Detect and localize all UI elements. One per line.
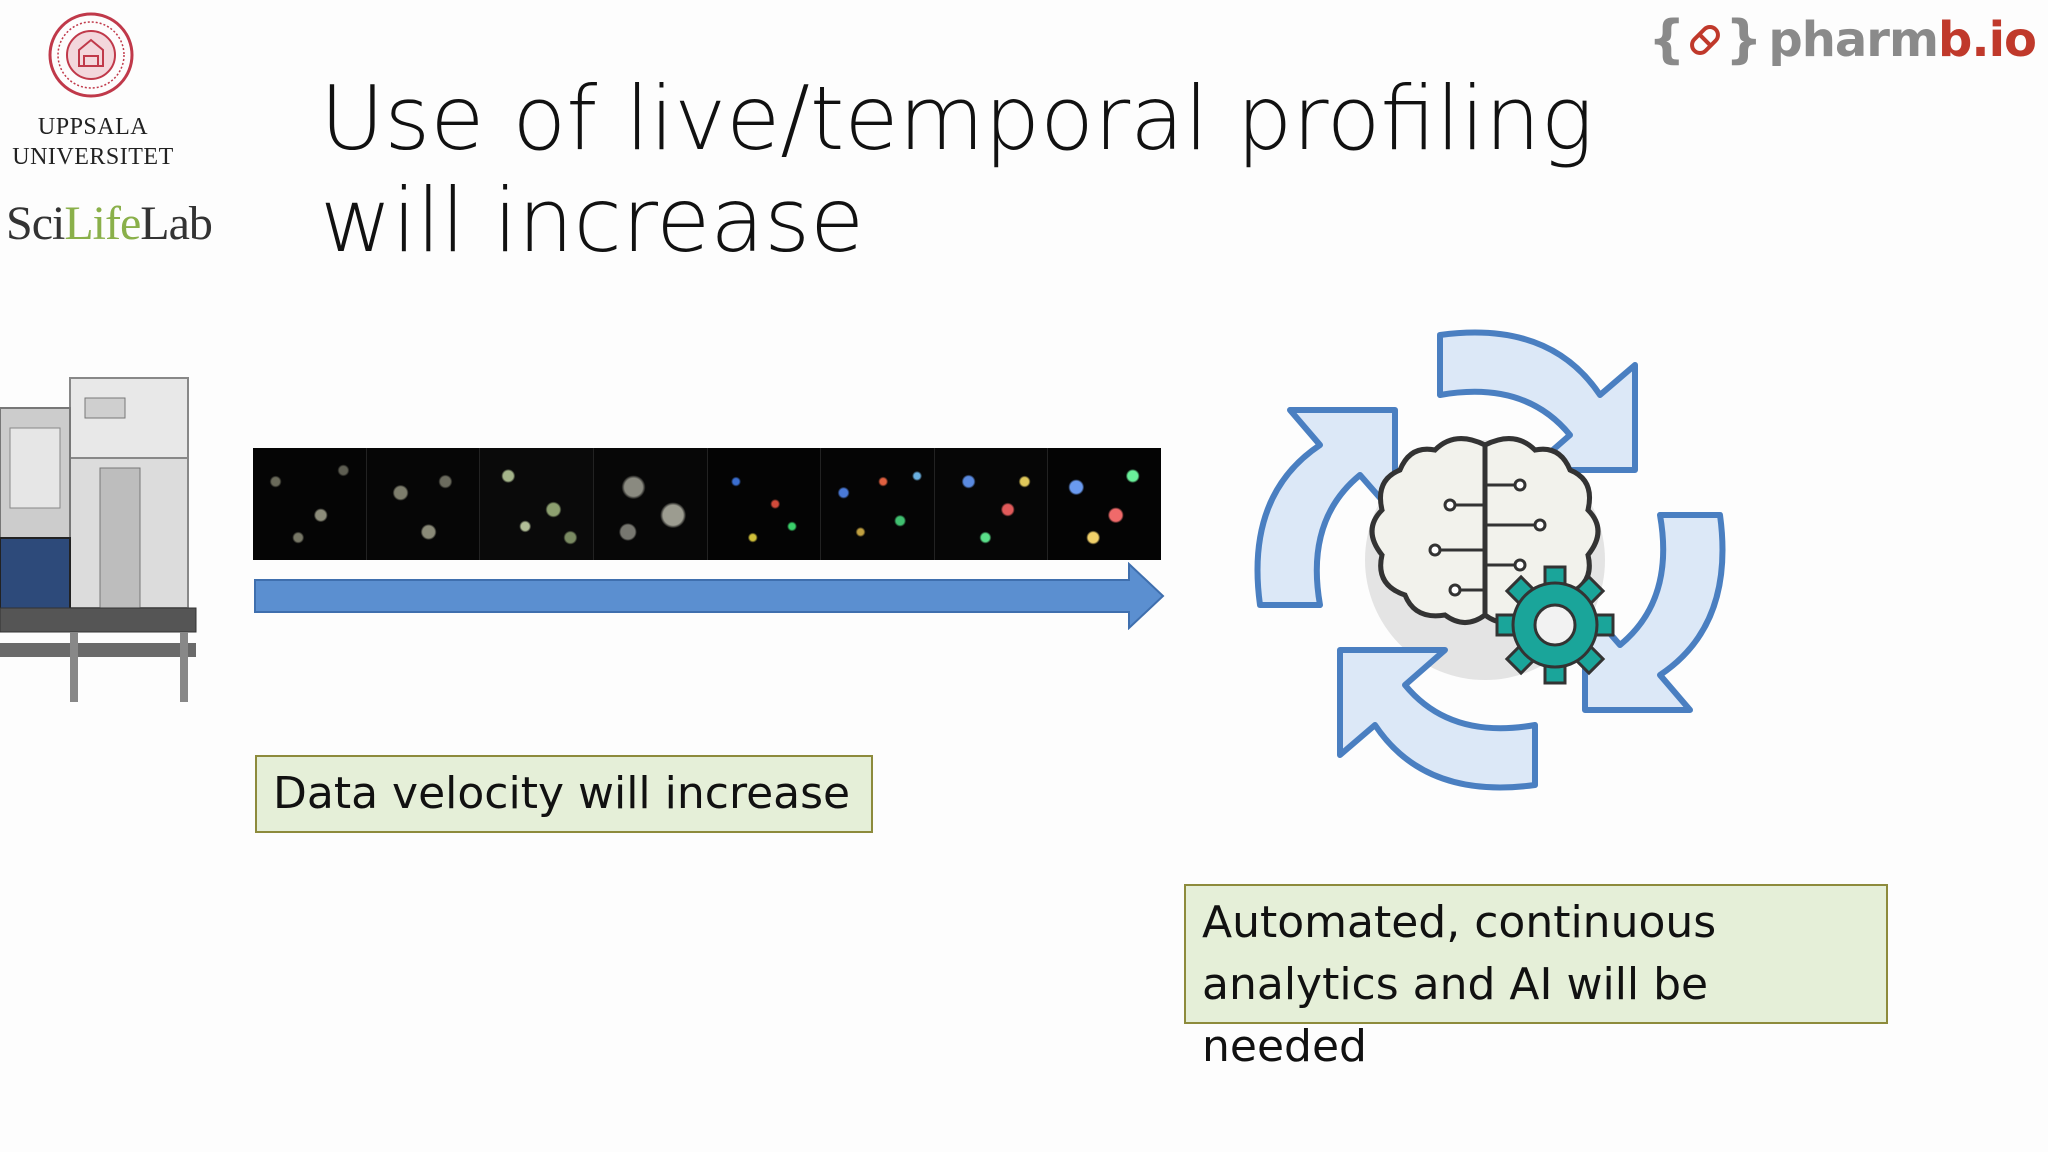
pharmbio-word-2: b.io [1937, 12, 2037, 68]
callout-automated-ai: Automated, continuous analytics and AI w… [1184, 884, 1888, 1072]
microscopy-tile [366, 448, 481, 560]
microscopy-image-strip [253, 448, 1161, 560]
cycle-arrows-icon [1254, 329, 1726, 791]
gear-icon [1495, 565, 1615, 685]
microscopy-tile [253, 448, 367, 560]
cycle-arrow-bottom [1337, 647, 1538, 791]
scilifelab-logo: SciLifeLab [6, 196, 213, 251]
pharmbio-wordmark: pharmb.io [1768, 12, 2037, 68]
pharmbio-word-1: pharm [1768, 12, 1939, 68]
pill-icon [1690, 25, 1721, 55]
uppsala-wordmark: UPPSALA UNIVERSITET [8, 112, 178, 172]
uppsala-seal-icon [48, 12, 134, 98]
microscopy-tile [593, 448, 708, 560]
pharmbio-brace-open: { [1648, 10, 1686, 70]
scilife-part-2: Life [64, 197, 141, 250]
uppsala-line-2: UNIVERSITET [12, 144, 174, 170]
uppsala-line-1: UPPSALA [37, 114, 149, 140]
microscopy-tile [821, 448, 935, 560]
scilife-part-3: Lab [140, 197, 213, 250]
pharmbio-logo: { } pharmb.io [1648, 10, 2037, 70]
microscopy-tile [1048, 448, 1161, 560]
scilife-part-1: Sci [6, 197, 65, 250]
microscopy-tile [707, 448, 822, 560]
cycle-arrow-left [1254, 407, 1398, 608]
microscopy-tile [480, 448, 594, 560]
slide-title: Use of live/temporal profiling will incr… [320, 67, 1594, 272]
callout-data-velocity: Data velocity will increase [255, 755, 873, 833]
timeline-arrow [254, 562, 1165, 630]
pharmbio-brace-close: } [1725, 10, 1763, 70]
cycle-arrow-top [1437, 329, 1638, 473]
cycle-arrow-right [1582, 512, 1726, 713]
microscopy-tile [934, 448, 1049, 560]
lab-robot-icon [0, 377, 197, 702]
